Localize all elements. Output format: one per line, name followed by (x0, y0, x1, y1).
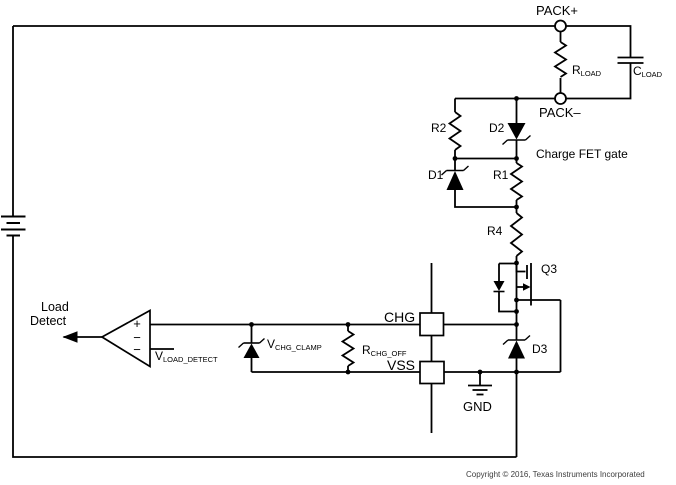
r4-label: R4 (487, 224, 503, 238)
zener-vchg-clamp (238, 324, 265, 372)
cload-label: CLOAD (633, 64, 663, 79)
junction-dots (249, 96, 519, 375)
vss-pin-box (419, 360, 445, 385)
capacitor-cload (566, 56, 644, 100)
pack-plus-label: PACK+ (536, 3, 579, 18)
resistor-r4 (509, 207, 524, 263)
charge-fet-gate-label: Charge FET gate (536, 147, 628, 161)
resistor-r1 (509, 158, 524, 207)
copyright-notice: Copyright © 2016, Texas Instruments Inco… (466, 470, 645, 479)
vload-detect-label: VLOAD_DETECT (155, 349, 218, 364)
vchg-clamp-label: VCHG_CLAMP (267, 337, 322, 352)
opamp-minus-sign-2: − (133, 342, 141, 357)
rchg-off-label: RCHG_OFF (362, 343, 407, 358)
load-detect-arrow-icon (62, 331, 78, 343)
gnd-label: GND (463, 399, 492, 414)
resistor-r2 (447, 98, 463, 159)
q3-label: Q3 (541, 262, 558, 276)
zener-diode-d3 (502, 324, 531, 372)
resistor-rload (553, 31, 568, 93)
resistor-rchg-off (340, 324, 356, 372)
wire-pack-plus-rail (12, 25, 632, 458)
opamp-minus-sign: − (133, 330, 141, 345)
battery-symbol (1, 215, 26, 237)
r1-label: R1 (493, 168, 509, 182)
load-detect-label-line1: Load (41, 300, 69, 314)
r2-label: R2 (431, 121, 447, 135)
opamp-comparator (62, 309, 174, 369)
vss-pin-label: VSS (387, 357, 416, 373)
diode-q3-gate-protection (493, 262, 517, 313)
d2-label: D2 (489, 121, 505, 135)
zener-diode-d1 (441, 158, 517, 208)
chg-pin-box (419, 312, 445, 337)
pack-plus-terminal (554, 19, 567, 33)
opamp-plus-sign: + (133, 316, 141, 331)
pack-minus-terminal (554, 92, 567, 105)
load-detect-label-line2: Detect (30, 314, 67, 328)
rload-label: RLOAD (572, 63, 602, 78)
ground-symbol (468, 372, 492, 396)
zener-diode-d2 (502, 98, 531, 159)
d3-label: D3 (532, 342, 548, 356)
pack-minus-label: PACK– (539, 105, 581, 120)
d1-label: D1 (428, 168, 444, 182)
chg-pin-label: CHG (384, 309, 416, 325)
